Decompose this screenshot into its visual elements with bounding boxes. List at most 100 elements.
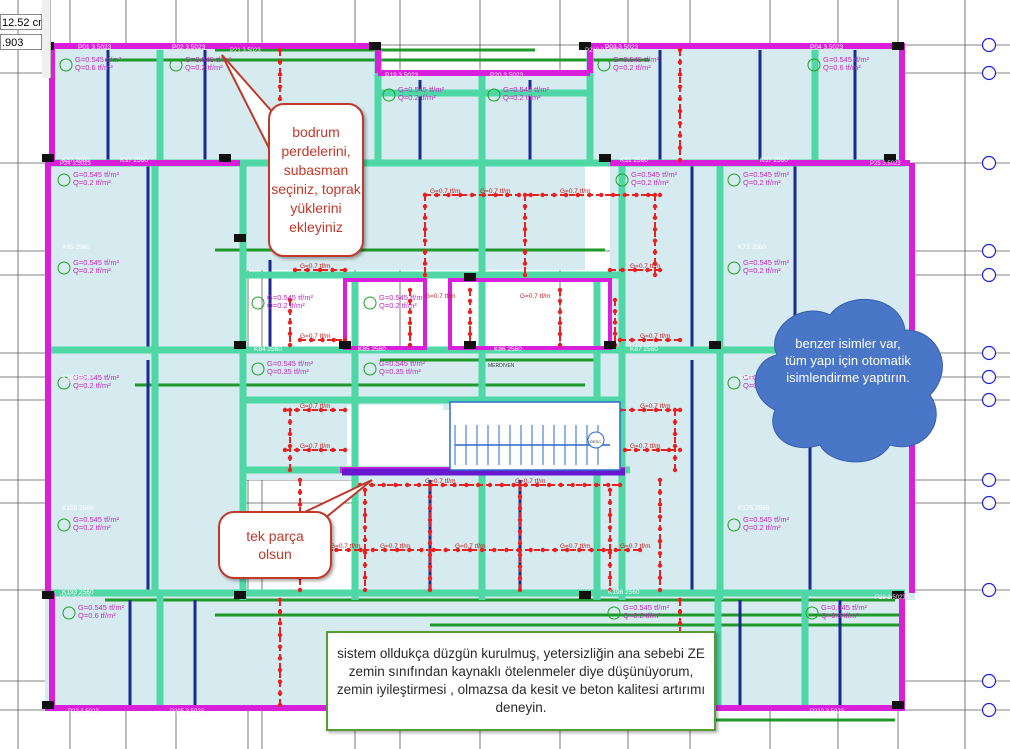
wall-label: P27 3.5023: [60, 595, 91, 601]
line-load-node: [422, 227, 428, 232]
line-load-node: [607, 500, 613, 505]
line-load-node: [309, 337, 314, 343]
column: [709, 341, 721, 349]
line-load-label: G=0.7 tf/m: [430, 188, 461, 195]
line-load-node: [287, 419, 293, 425]
line-load-node: [653, 337, 659, 343]
line-load-node: [558, 482, 564, 488]
line-load-node: [653, 407, 659, 413]
line-load-node: [297, 477, 303, 483]
line-load-node: [297, 490, 303, 495]
slab-symbol-icon: [62, 606, 76, 620]
slab-load-g: G=0.545 tf/m²: [743, 170, 790, 179]
line-load-node: [427, 506, 433, 511]
line-load-label: G=0.7 tf/m: [560, 188, 591, 195]
line-load-node: [625, 547, 631, 553]
line-load-node: [517, 564, 523, 569]
column: [219, 154, 231, 162]
column: [464, 273, 476, 281]
slab-name-tag: K87 2560: [630, 346, 658, 353]
line-load-node: [594, 482, 599, 488]
line-load-node: [277, 621, 283, 626]
slab-load-g: G=0.545 tf/m²: [613, 55, 660, 64]
slab-load-q: Q=0.2 tf/m²: [743, 178, 781, 187]
line-load-label: G=0.7 tf/m: [620, 543, 651, 550]
line-load-node: [393, 482, 398, 488]
line-load-node: [641, 407, 647, 413]
line-load-node: [652, 204, 658, 209]
callout-bodrum: bodrum perdelerini, subasman seçiniz, to…: [268, 103, 364, 257]
line-load-node: [277, 609, 283, 614]
line-load-node: [287, 407, 293, 413]
slab-load-q: Q=0.6 tf/m²: [821, 611, 859, 620]
line-load-node: [632, 267, 638, 273]
stair-label: MERDIVEN: [488, 363, 515, 369]
line-load-node: [277, 632, 283, 638]
stair-marker: [587, 431, 605, 449]
line-load-label: G=0.7 tf/m: [300, 333, 331, 340]
slab-load-q: Q=0.2 tf/m²: [185, 63, 223, 72]
slab-area: [590, 45, 902, 160]
slab-load-q: Q=0.2 tf/m²: [267, 301, 305, 310]
coord-x-field[interactable]: 12.52 cm: [0, 14, 42, 30]
line-load-node: [607, 267, 613, 273]
line-load-node: [552, 192, 557, 198]
line-load-node: [369, 482, 375, 488]
slab-load-q: Q=0.35 tf/m²: [379, 367, 421, 376]
slab-symbol-icon: [57, 173, 71, 187]
slab-symbol-icon: [487, 88, 501, 102]
line-load-label: G=0.7 tf/m: [560, 543, 591, 550]
line-load-node: [677, 621, 683, 626]
wall-label: P212 3.5023: [585, 48, 620, 54]
line-load-node: [305, 267, 310, 273]
slab-area: [45, 160, 245, 350]
line-load-node: [440, 482, 445, 488]
line-load-node: [504, 547, 509, 553]
line-load-node: [612, 331, 618, 336]
line-load-node: [557, 342, 563, 348]
line-load-node: [575, 192, 580, 198]
line-load-node: [657, 192, 663, 198]
slab-name-tag: P04 3.5023: [810, 44, 844, 51]
line-load-node: [517, 529, 523, 534]
line-load-node: [287, 455, 293, 461]
slab-load-q: Q=0.2 tf/m²: [743, 266, 781, 275]
slab-symbol-icon: [57, 261, 71, 275]
line-load-node: [330, 407, 336, 413]
slab-load-q: Q=0.6 tf/m²: [823, 63, 861, 72]
line-load-node: [297, 502, 303, 507]
line-load-node: [677, 60, 683, 65]
line-load-node: [517, 587, 523, 593]
line-load-node: [287, 331, 293, 336]
line-load-label: G=0.7 tf/m: [630, 443, 661, 450]
line-load-node: [277, 691, 283, 696]
line-load-node: [405, 482, 410, 488]
column: [234, 591, 246, 599]
line-load-node: [522, 227, 528, 232]
column: [234, 234, 246, 242]
slab-name-tag: K86 2560: [494, 346, 522, 353]
slab-load-q: Q=0.6 tf/m²: [78, 611, 116, 620]
line-load-node: [652, 227, 658, 232]
line-load-label: G=0.7 tf/m: [520, 293, 551, 300]
axis-bubble: [981, 37, 997, 53]
line-load-node: [677, 145, 683, 150]
line-load-node: [458, 192, 463, 198]
line-load-node: [427, 529, 433, 534]
line-load-node: [407, 287, 413, 293]
line-load-label: G=0.7 tf/m: [640, 403, 671, 410]
slab-name-tag: P01 3.5023: [78, 44, 112, 51]
line-load-node: [677, 96, 683, 102]
line-load-node: [362, 575, 368, 580]
coord-y-field[interactable]: .903: [0, 34, 42, 50]
line-load-node: [557, 298, 563, 304]
slab-load-g: G=0.545 tf/m²: [398, 85, 445, 94]
slab-symbol-icon: [727, 518, 741, 532]
line-load-node: [652, 238, 658, 243]
line-load-node: [522, 238, 528, 243]
line-load-node: [517, 482, 523, 488]
line-load-node: [677, 337, 683, 343]
line-load-node: [419, 547, 424, 553]
line-load-node: [481, 192, 486, 198]
